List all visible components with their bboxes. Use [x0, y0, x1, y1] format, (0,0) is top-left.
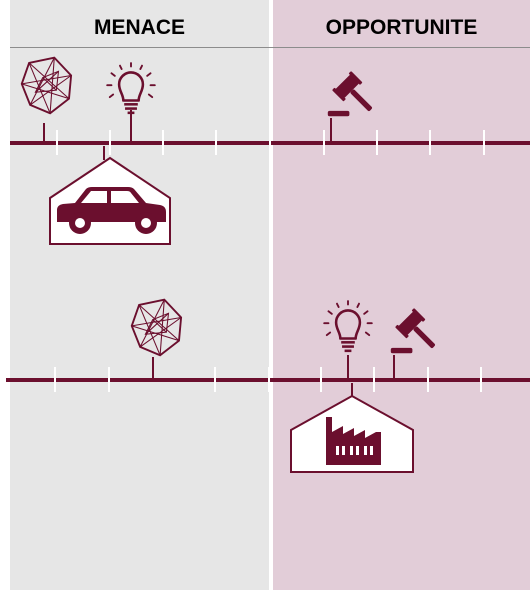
polyhedron-icon [20, 56, 73, 143]
factory-house-icon [290, 383, 414, 473]
car-house-icon [49, 146, 171, 245]
timeline-2-ticks [54, 367, 482, 392]
lightbulb-icon [105, 61, 157, 143]
polyhedron-icon [130, 298, 183, 380]
lightbulb-icon [322, 299, 374, 380]
timeline-1 [10, 56, 530, 245]
menace-header: MENACE [93, 16, 185, 39]
opportunite-panel [273, 0, 530, 590]
gavel-icon [327, 70, 381, 143]
timeline-2 [6, 298, 530, 473]
opportunite-header: OPPORTUNITE [325, 16, 478, 39]
gavel-icon [390, 307, 444, 380]
timeline-1-ticks [56, 130, 485, 155]
header-divider [10, 47, 530, 48]
